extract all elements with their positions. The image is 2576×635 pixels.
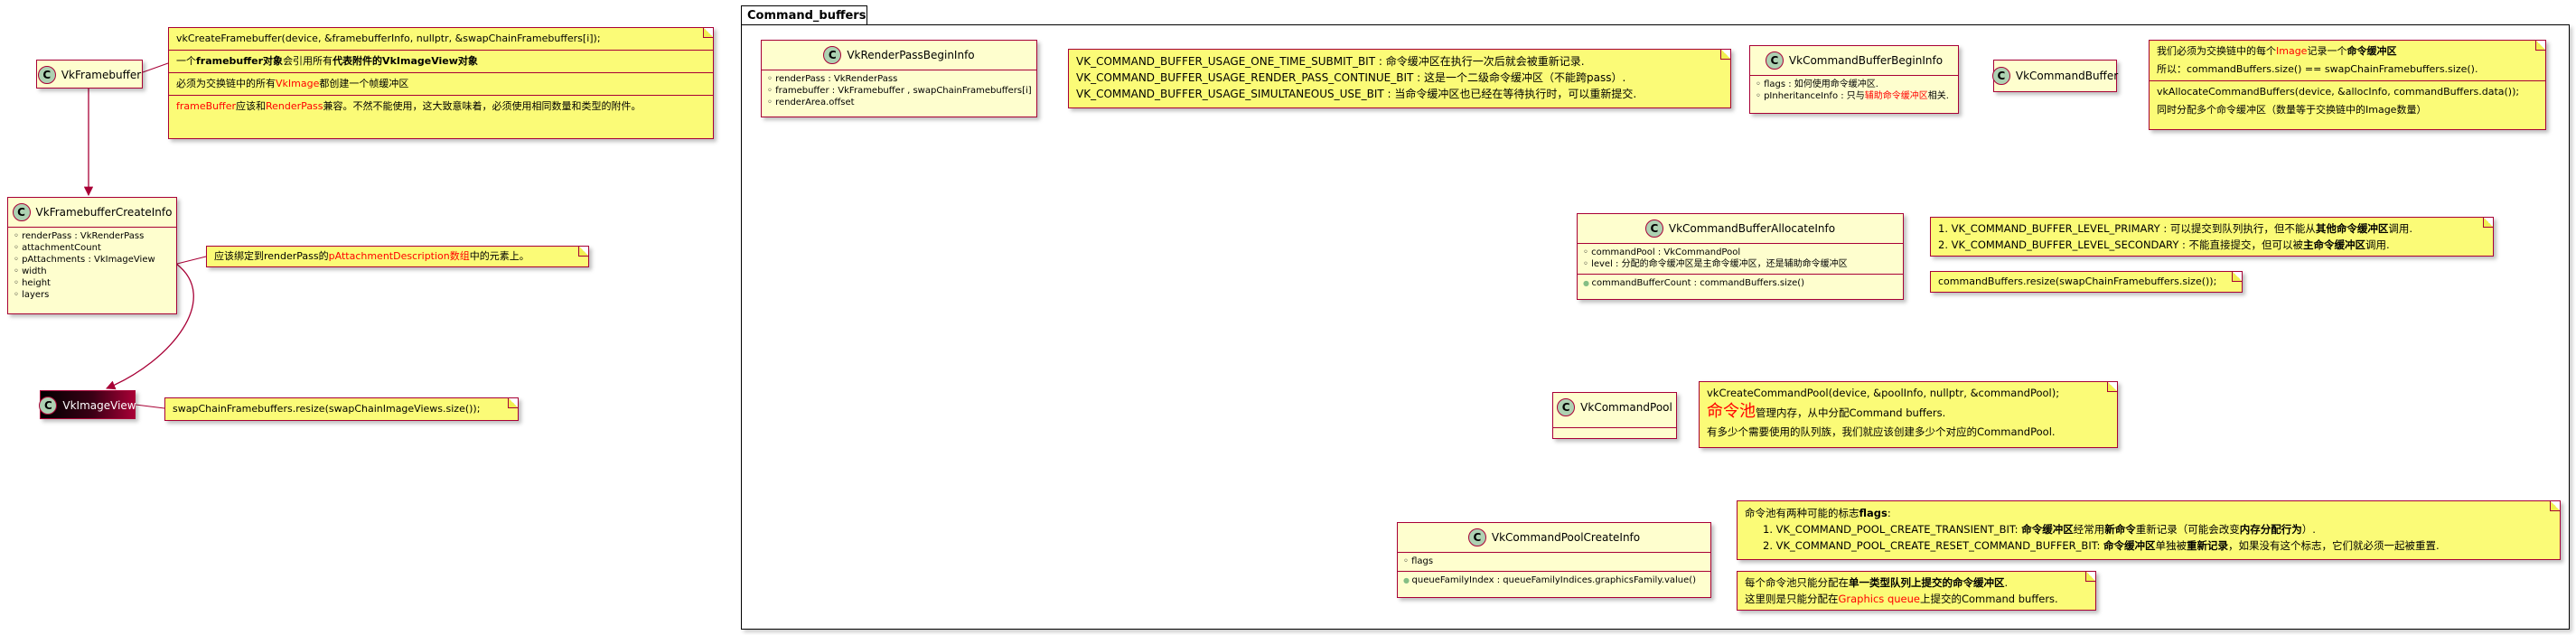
note-line: 命令池管理内存，从中分配Command buffers.	[1707, 402, 1946, 421]
class-title: VkCommandBuffer	[2015, 70, 2119, 82]
class-field: width	[14, 266, 171, 277]
note-line: 一个framebuffer对象会引用所有代表附件的VkImageView对象	[176, 55, 478, 67]
note-line: swapChainFramebuffers.resize(swapChainIm…	[173, 403, 481, 415]
class-fields: renderPass : VkRenderPass framebuffer : …	[762, 70, 1036, 112]
note-buffers-resize: commandBuffers.resize(swapChainFramebuff…	[1930, 271, 2243, 293]
note-fold-icon	[1720, 50, 1730, 60]
class-field: flags	[1403, 556, 1705, 567]
class-title: VkCommandPoolCreateInfo	[1491, 531, 1641, 544]
note-fold-icon	[2550, 501, 2560, 511]
note-image-view: swapChainFramebuffers.resize(swapChainIm…	[164, 397, 519, 421]
note-fold-icon	[578, 247, 588, 257]
note-line: 同时分配多个命令缓冲区（数量等于交换链中的Image数量）	[2157, 104, 2427, 116]
note-framebuffer: vkCreateFramebuffer(device, &framebuffer…	[168, 27, 714, 139]
class-field: attachmentCount	[14, 242, 171, 254]
note-begin-flags: VK_COMMAND_BUFFER_USAGE_ONE_TIME_SUBMIT_…	[1068, 49, 1731, 108]
note-line: VK_COMMAND_BUFFER_USAGE_ONE_TIME_SUBMIT_…	[1076, 55, 1585, 68]
class-title: VkImageView	[62, 399, 136, 412]
class-fields: flags	[1398, 553, 1710, 571]
class-field: layers	[14, 289, 171, 301]
note-line: VK_COMMAND_BUFFER_USAGE_SIMULTANEOUS_USE…	[1076, 88, 1637, 100]
class-icon: C	[1557, 398, 1576, 416]
class-field: renderArea.offset	[767, 97, 1031, 108]
class-vk-framebuffer[interactable]: C VkFramebuffer	[36, 60, 143, 89]
note-line: 必须为交换链中的所有VkImage都创建一个帧缓冲区	[176, 78, 409, 89]
note-link-framebuffer	[142, 62, 169, 73]
class-method: queueFamilyIndex : queueFamilyIndices.gr…	[1403, 574, 1705, 586]
class-title: VkCommandBufferAllocateInfo	[1668, 222, 1836, 235]
note-line: 这里则是只能分配在Graphics queue上提交的Command buffe…	[1745, 593, 2058, 605]
note-fold-icon	[2107, 382, 2117, 392]
note-line: vkAllocateCommandBuffers(device, &allocI…	[2157, 86, 2520, 98]
note-fold-icon	[2535, 41, 2545, 51]
class-field: pInheritanceInfo : 只与辅助命令缓冲区相关.	[1756, 90, 1953, 102]
class-vk-command-buffer[interactable]: C VkCommandBuffer	[1991, 60, 2119, 92]
class-title: VkCommandBufferBeginInfo	[1788, 54, 1944, 67]
class-field: flags : 如何使用命令缓冲区.	[1756, 79, 1953, 90]
class-vk-render-pass-begin-info[interactable]: C VkRenderPassBeginInfo renderPass : VkR…	[761, 40, 1037, 117]
class-icon: C	[12, 203, 31, 221]
note-line: 2. VK_COMMAND_POOL_CREATE_RESET_COMMAND_…	[1763, 539, 2440, 552]
class-icon: C	[1991, 67, 2010, 85]
note-line: 1. VK_COMMAND_BUFFER_LEVEL_PRIMARY : 可以提…	[1938, 222, 2413, 235]
class-vk-command-pool[interactable]: C VkCommandPool	[1552, 392, 1677, 439]
note-fold-icon	[2483, 218, 2493, 228]
class-vk-command-buffer-allocate-info[interactable]: C VkCommandBufferAllocateInfo commandPoo…	[1577, 213, 1904, 300]
class-icon: C	[1467, 528, 1486, 546]
class-icon: C	[1765, 51, 1784, 70]
note-line: vkCreateCommandPool(device, &poolInfo, n…	[1707, 387, 2060, 399]
note-line: 所以：commandBuffers.size() == swapChainFra…	[2157, 63, 2478, 75]
class-field: height	[14, 277, 171, 289]
note-queue-family: 每个命令池只能分配在单一类型队列上提交的命令缓冲区. 这里则是只能分配在Grap…	[1737, 571, 2096, 611]
class-icon: C	[39, 397, 58, 415]
class-vk-image-view[interactable]: C VkImageView	[39, 390, 136, 419]
class-field: framebuffer : VkFramebuffer , swapChainF…	[767, 85, 1032, 97]
class-icon: C	[37, 66, 56, 84]
class-methods: commandBufferCount : commandBuffers.size…	[1578, 275, 1903, 293]
note-command-buffer: 我们必须为交换链中的每个Image记录一个命令缓冲区 所以：commandBuf…	[2149, 40, 2546, 130]
note-line: 命令池有两种可能的标志flags:	[1745, 507, 1891, 519]
note-line: 应该绑定到renderPass的pAttachmentDescription数组…	[214, 250, 529, 262]
class-methods: queueFamilyIndex : queueFamilyIndices.gr…	[1398, 572, 1710, 590]
note-line: 2. VK_COMMAND_BUFFER_LEVEL_SECONDARY : 不…	[1938, 238, 2390, 251]
note-line: 我们必须为交换链中的每个Image记录一个命令缓冲区	[2157, 45, 2397, 57]
note-line: VK_COMMAND_BUFFER_USAGE_RENDER_PASS_CONT…	[1076, 71, 1626, 84]
class-title: VkRenderPassBeginInfo	[847, 49, 975, 61]
note-link-imageview	[135, 404, 165, 409]
note-line: frameBuffer应该和RenderPass兼容。不然不能使用，这大致意味着…	[176, 100, 642, 112]
class-method: commandBufferCount : commandBuffers.size…	[1583, 277, 1897, 289]
note-fold-icon	[703, 28, 713, 38]
class-vk-command-buffer-begin-info[interactable]: C VkCommandBufferBeginInfo flags : 如何使用命…	[1749, 45, 1959, 114]
note-line: 1. VK_COMMAND_POOL_CREATE_TRANSIENT_BIT:…	[1763, 523, 2316, 536]
class-fields: commandPool : VkCommandPool level : 分配的命…	[1578, 244, 1903, 274]
note-fold-icon	[508, 398, 518, 408]
note-line: commandBuffers.resize(swapChainFramebuff…	[1938, 275, 2217, 287]
note-pool-flags: 命令池有两种可能的标志flags: 1. VK_COMMAND_POOL_CRE…	[1737, 500, 2561, 560]
class-icon: C	[1644, 219, 1663, 238]
note-fold-icon	[2085, 572, 2095, 582]
note-line: vkCreateFramebuffer(device, &framebuffer…	[176, 33, 601, 44]
class-vk-command-pool-create-info[interactable]: C VkCommandPoolCreateInfo flags queueFam…	[1397, 522, 1711, 598]
note-attachments: 应该绑定到renderPass的pAttachmentDescription数组…	[206, 246, 589, 267]
class-fields: flags : 如何使用命令缓冲区. pInheritanceInfo : 只与…	[1750, 76, 1958, 106]
class-vk-framebuffer-create-info[interactable]: C VkFramebufferCreateInfo renderPass : V…	[7, 197, 177, 314]
class-field: pAttachments : VkImageView	[14, 254, 171, 266]
class-title: VkFramebufferCreateInfo	[35, 206, 173, 219]
package-tab: Command_buffers	[741, 5, 867, 25]
class-field: renderPass : VkRenderPass	[14, 230, 171, 242]
class-fields: renderPass : VkRenderPass attachmentCoun…	[8, 228, 176, 304]
class-field: commandPool : VkCommandPool	[1583, 247, 1897, 258]
class-title: VkFramebuffer	[61, 69, 142, 81]
class-field: level : 分配的命令缓冲区是主命令缓冲区，还是辅助命令缓冲区	[1583, 258, 1897, 270]
class-title: VkCommandPool	[1580, 401, 1672, 414]
note-fold-icon	[2232, 272, 2242, 282]
note-line: 每个命令池只能分配在单一类型队列上提交的命令缓冲区.	[1745, 576, 2009, 589]
note-line: 有多少个需要使用的队列族，我们就应该创建多少个对应的CommandPool.	[1707, 425, 2056, 438]
class-icon: C	[823, 46, 842, 64]
note-link-attachments	[176, 256, 207, 265]
class-field: renderPass : VkRenderPass	[767, 73, 1031, 85]
note-levels: 1. VK_COMMAND_BUFFER_LEVEL_PRIMARY : 可以提…	[1930, 217, 2494, 257]
note-command-pool: vkCreateCommandPool(device, &poolInfo, n…	[1699, 381, 2118, 448]
